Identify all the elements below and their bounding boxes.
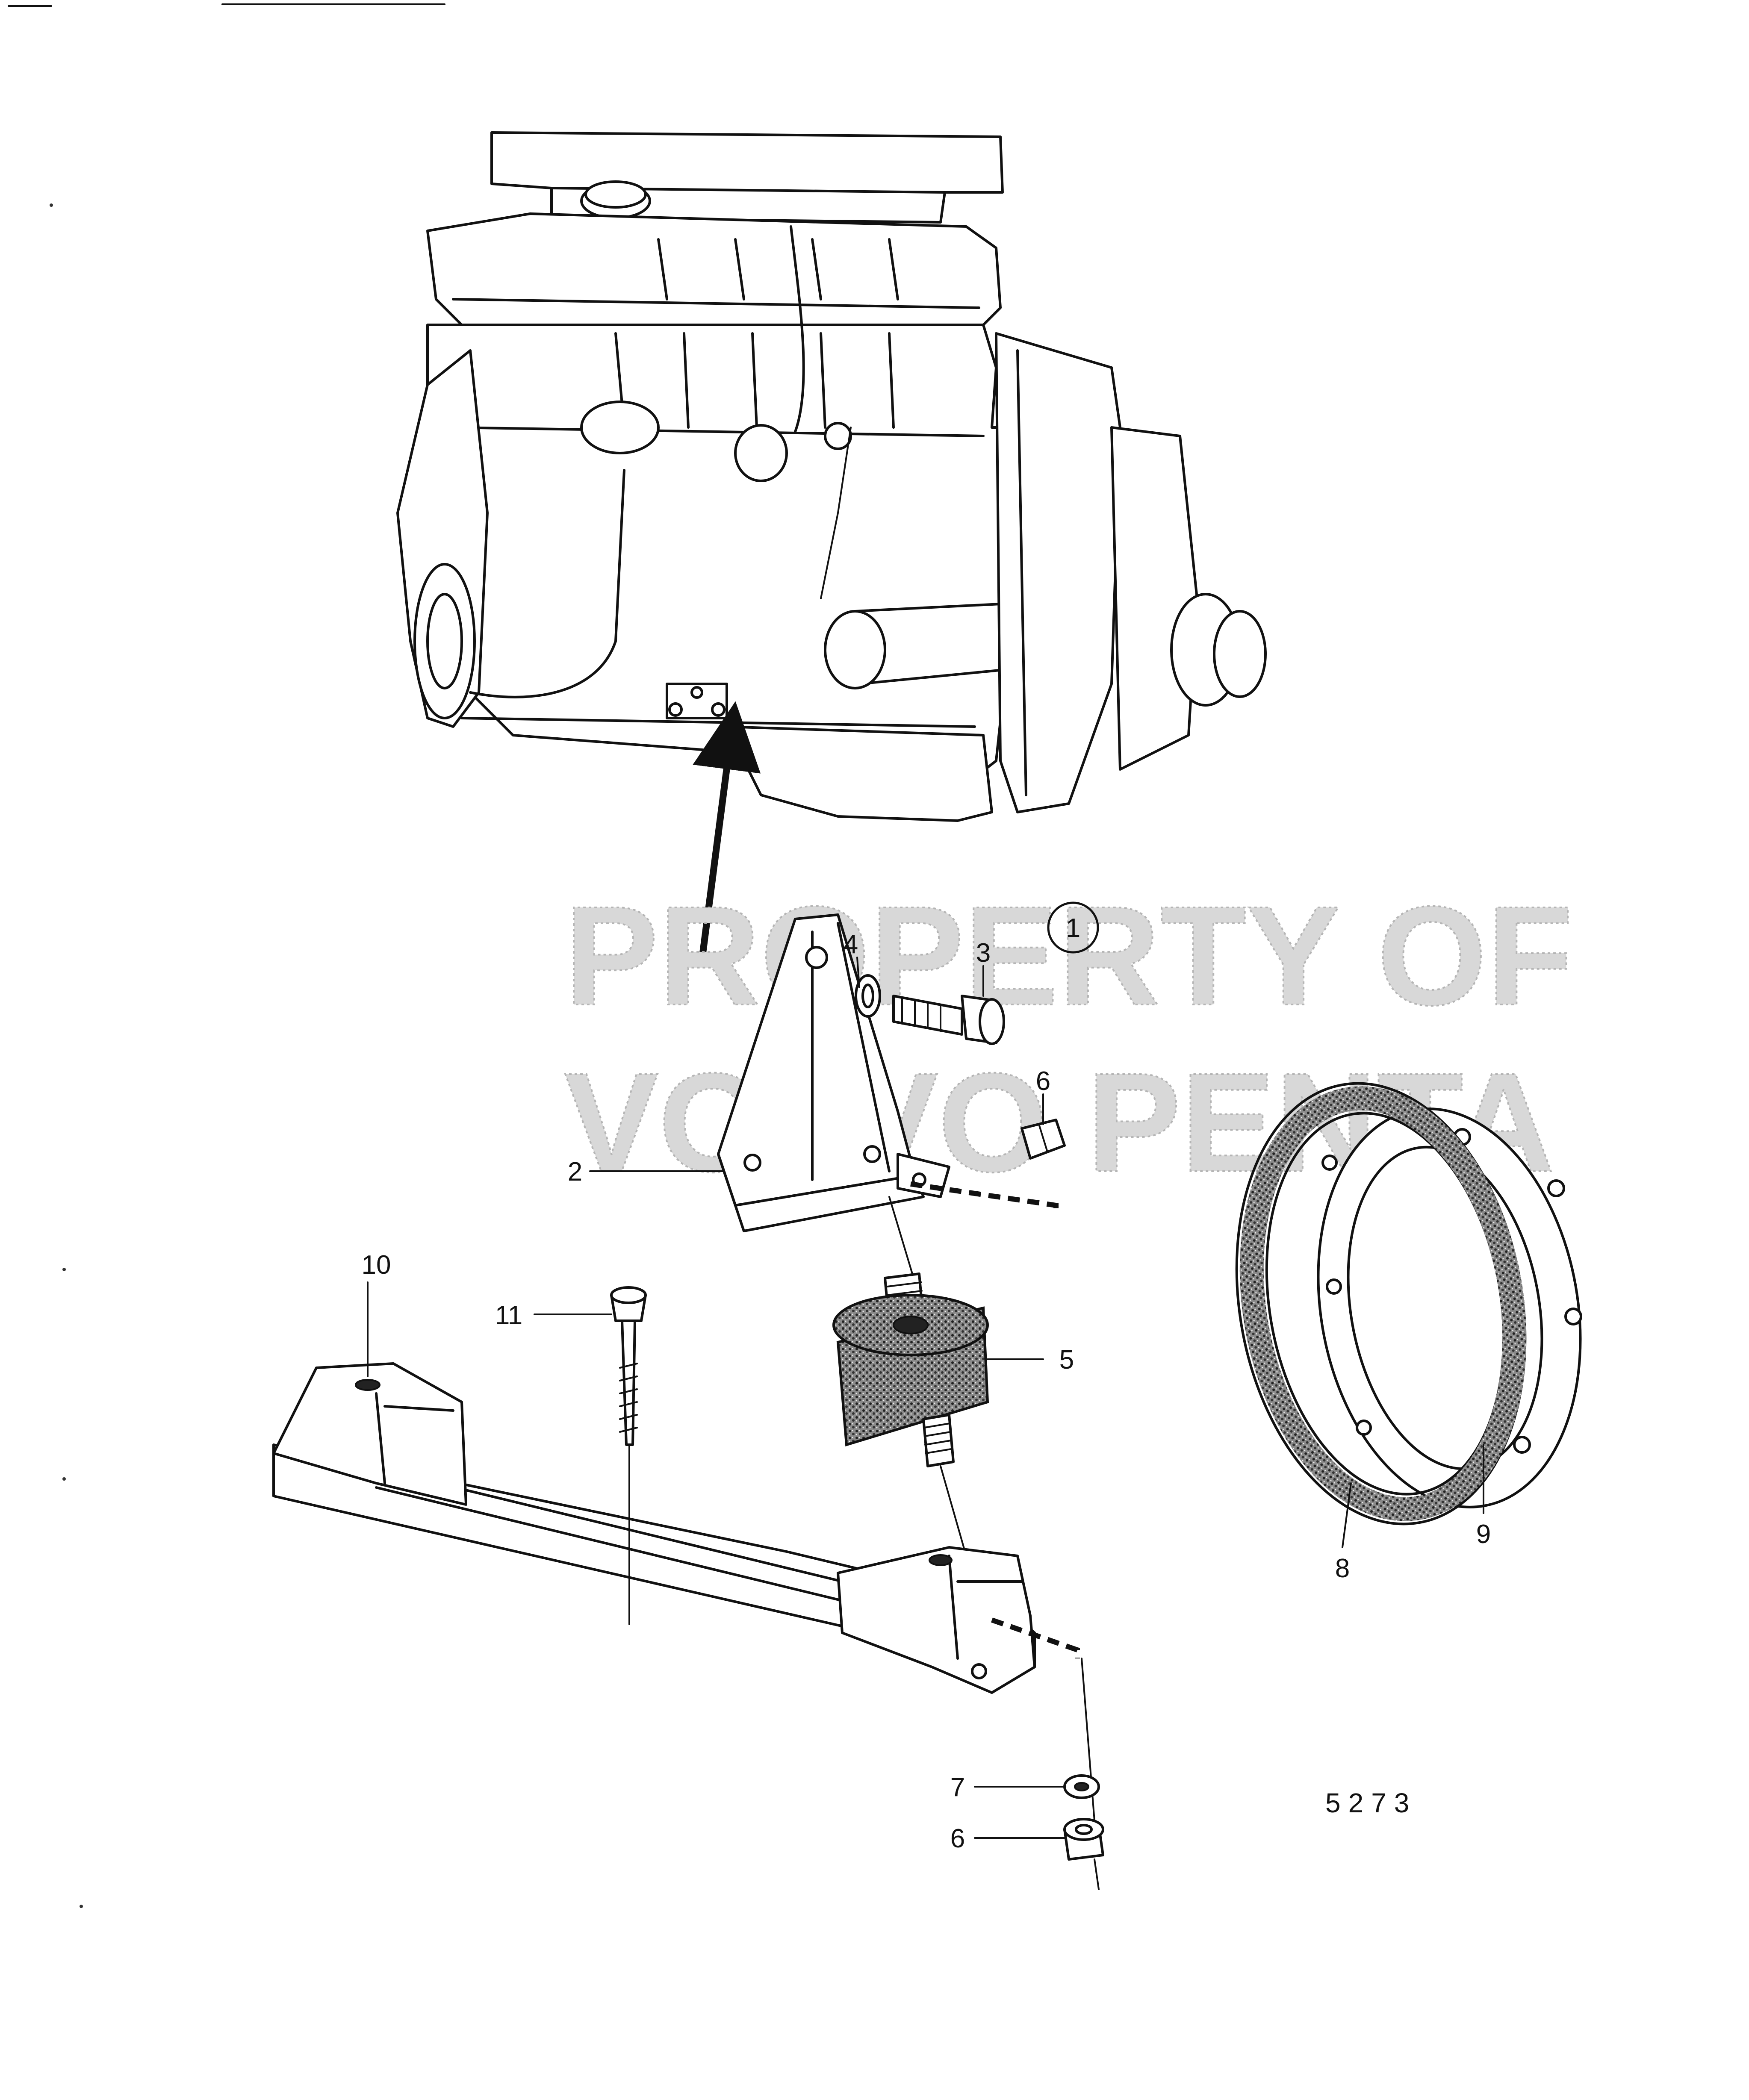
callout-6-lower: 6 — [950, 1824, 965, 1853]
callout-2: 2 — [568, 1157, 582, 1187]
callout-leaders — [367, 957, 1484, 1839]
watermark-line1: PROPERTY OF — [564, 877, 1573, 1034]
assembly-line-bracket-mount — [888, 1196, 916, 1283]
mounting-direction-arrow — [693, 701, 761, 967]
lock-washer-part — [855, 974, 881, 1018]
detail-reference-label: 1 — [1066, 913, 1080, 943]
assembly-path-dashed-lower — [991, 1617, 1080, 1658]
rubber-mount-part — [832, 1272, 989, 1467]
hex-nut-lower-part — [1063, 1818, 1104, 1890]
detail-reference-circle — [1047, 901, 1099, 954]
bolt-part — [892, 995, 1005, 1045]
callout-4: 4 — [844, 930, 858, 959]
callout-8: 8 — [1335, 1554, 1350, 1583]
cross-member-beam-part — [272, 1362, 1036, 1694]
callout-10: 10 — [362, 1250, 391, 1280]
callout-3: 3 — [976, 938, 991, 968]
flat-washer-part — [1063, 1774, 1100, 1799]
engine-bracket-part — [717, 913, 950, 1232]
scan-specks — [50, 203, 83, 1908]
scan-edge-marks — [8, 3, 445, 7]
callout-9: 9 — [1476, 1520, 1491, 1549]
callout-labels: 1 4 3 6 2 10 11 5 8 9 7 6 — [362, 901, 1491, 1853]
hex-nut-upper-part — [1020, 1119, 1066, 1160]
callout-11: 11 — [495, 1301, 522, 1330]
drawing-number: 5273 — [1325, 1788, 1417, 1818]
assembly-path-dashed-upper — [910, 1181, 1059, 1210]
callout-6-upper: 6 — [1036, 1066, 1050, 1096]
sealing-ring-part — [1235, 1082, 1527, 1526]
engine-block-illustration — [396, 131, 1267, 822]
callout-7: 7 — [950, 1773, 965, 1802]
callout-5: 5 — [1059, 1345, 1074, 1375]
assembly-line-mount-beam — [940, 1465, 967, 1557]
lag-screw-part — [610, 1286, 647, 1625]
